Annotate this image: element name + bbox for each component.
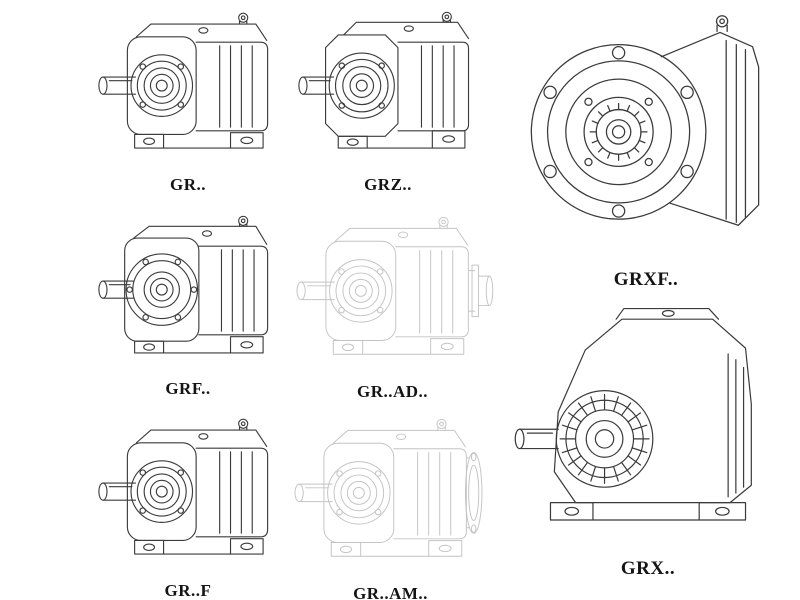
grz-gearbox-illustration: [298, 11, 470, 149]
grx-gearbox-illustration: [514, 307, 752, 521]
gr-am-gearbox-illustration: [293, 418, 482, 557]
grxf-gearbox-illustration: [530, 15, 760, 226]
figure-gr-f: GR..F: [88, 412, 288, 600]
figure-gr-ad: GR..AD..: [285, 210, 500, 402]
figure-label-gr-f: GR..F: [164, 581, 212, 600]
figure-gr-am: GR..AM..: [283, 412, 498, 600]
figure-gr: GR..: [88, 6, 288, 195]
input-adapter-detail: [467, 264, 493, 318]
gr-gearbox-illustration: [98, 12, 269, 149]
figure-label-gr-am: GR..AM..: [353, 584, 428, 600]
figure-label-gr: GR..: [170, 175, 206, 195]
figure-grz: GRZ..: [288, 6, 488, 195]
motor-adapter-flange-detail: [464, 451, 482, 534]
grf-gearbox-illustration: [98, 215, 269, 354]
figure-label-gr-ad: GR..AD..: [356, 382, 429, 401]
figure-grxf: GRXF..: [500, 2, 792, 291]
figure-label-grx: GRX..: [620, 557, 676, 579]
figure-label-grxf: GRXF..: [613, 268, 679, 290]
figure-grx: GRX..: [500, 296, 796, 580]
figure-label-grz: GRZ..: [364, 175, 412, 195]
gr-ad-gearbox-illustration: [295, 216, 493, 355]
figure-grf: GRF..: [88, 210, 288, 399]
gr-f-gearbox-illustration: [98, 418, 269, 555]
figure-label-grf: GRF..: [165, 379, 211, 399]
